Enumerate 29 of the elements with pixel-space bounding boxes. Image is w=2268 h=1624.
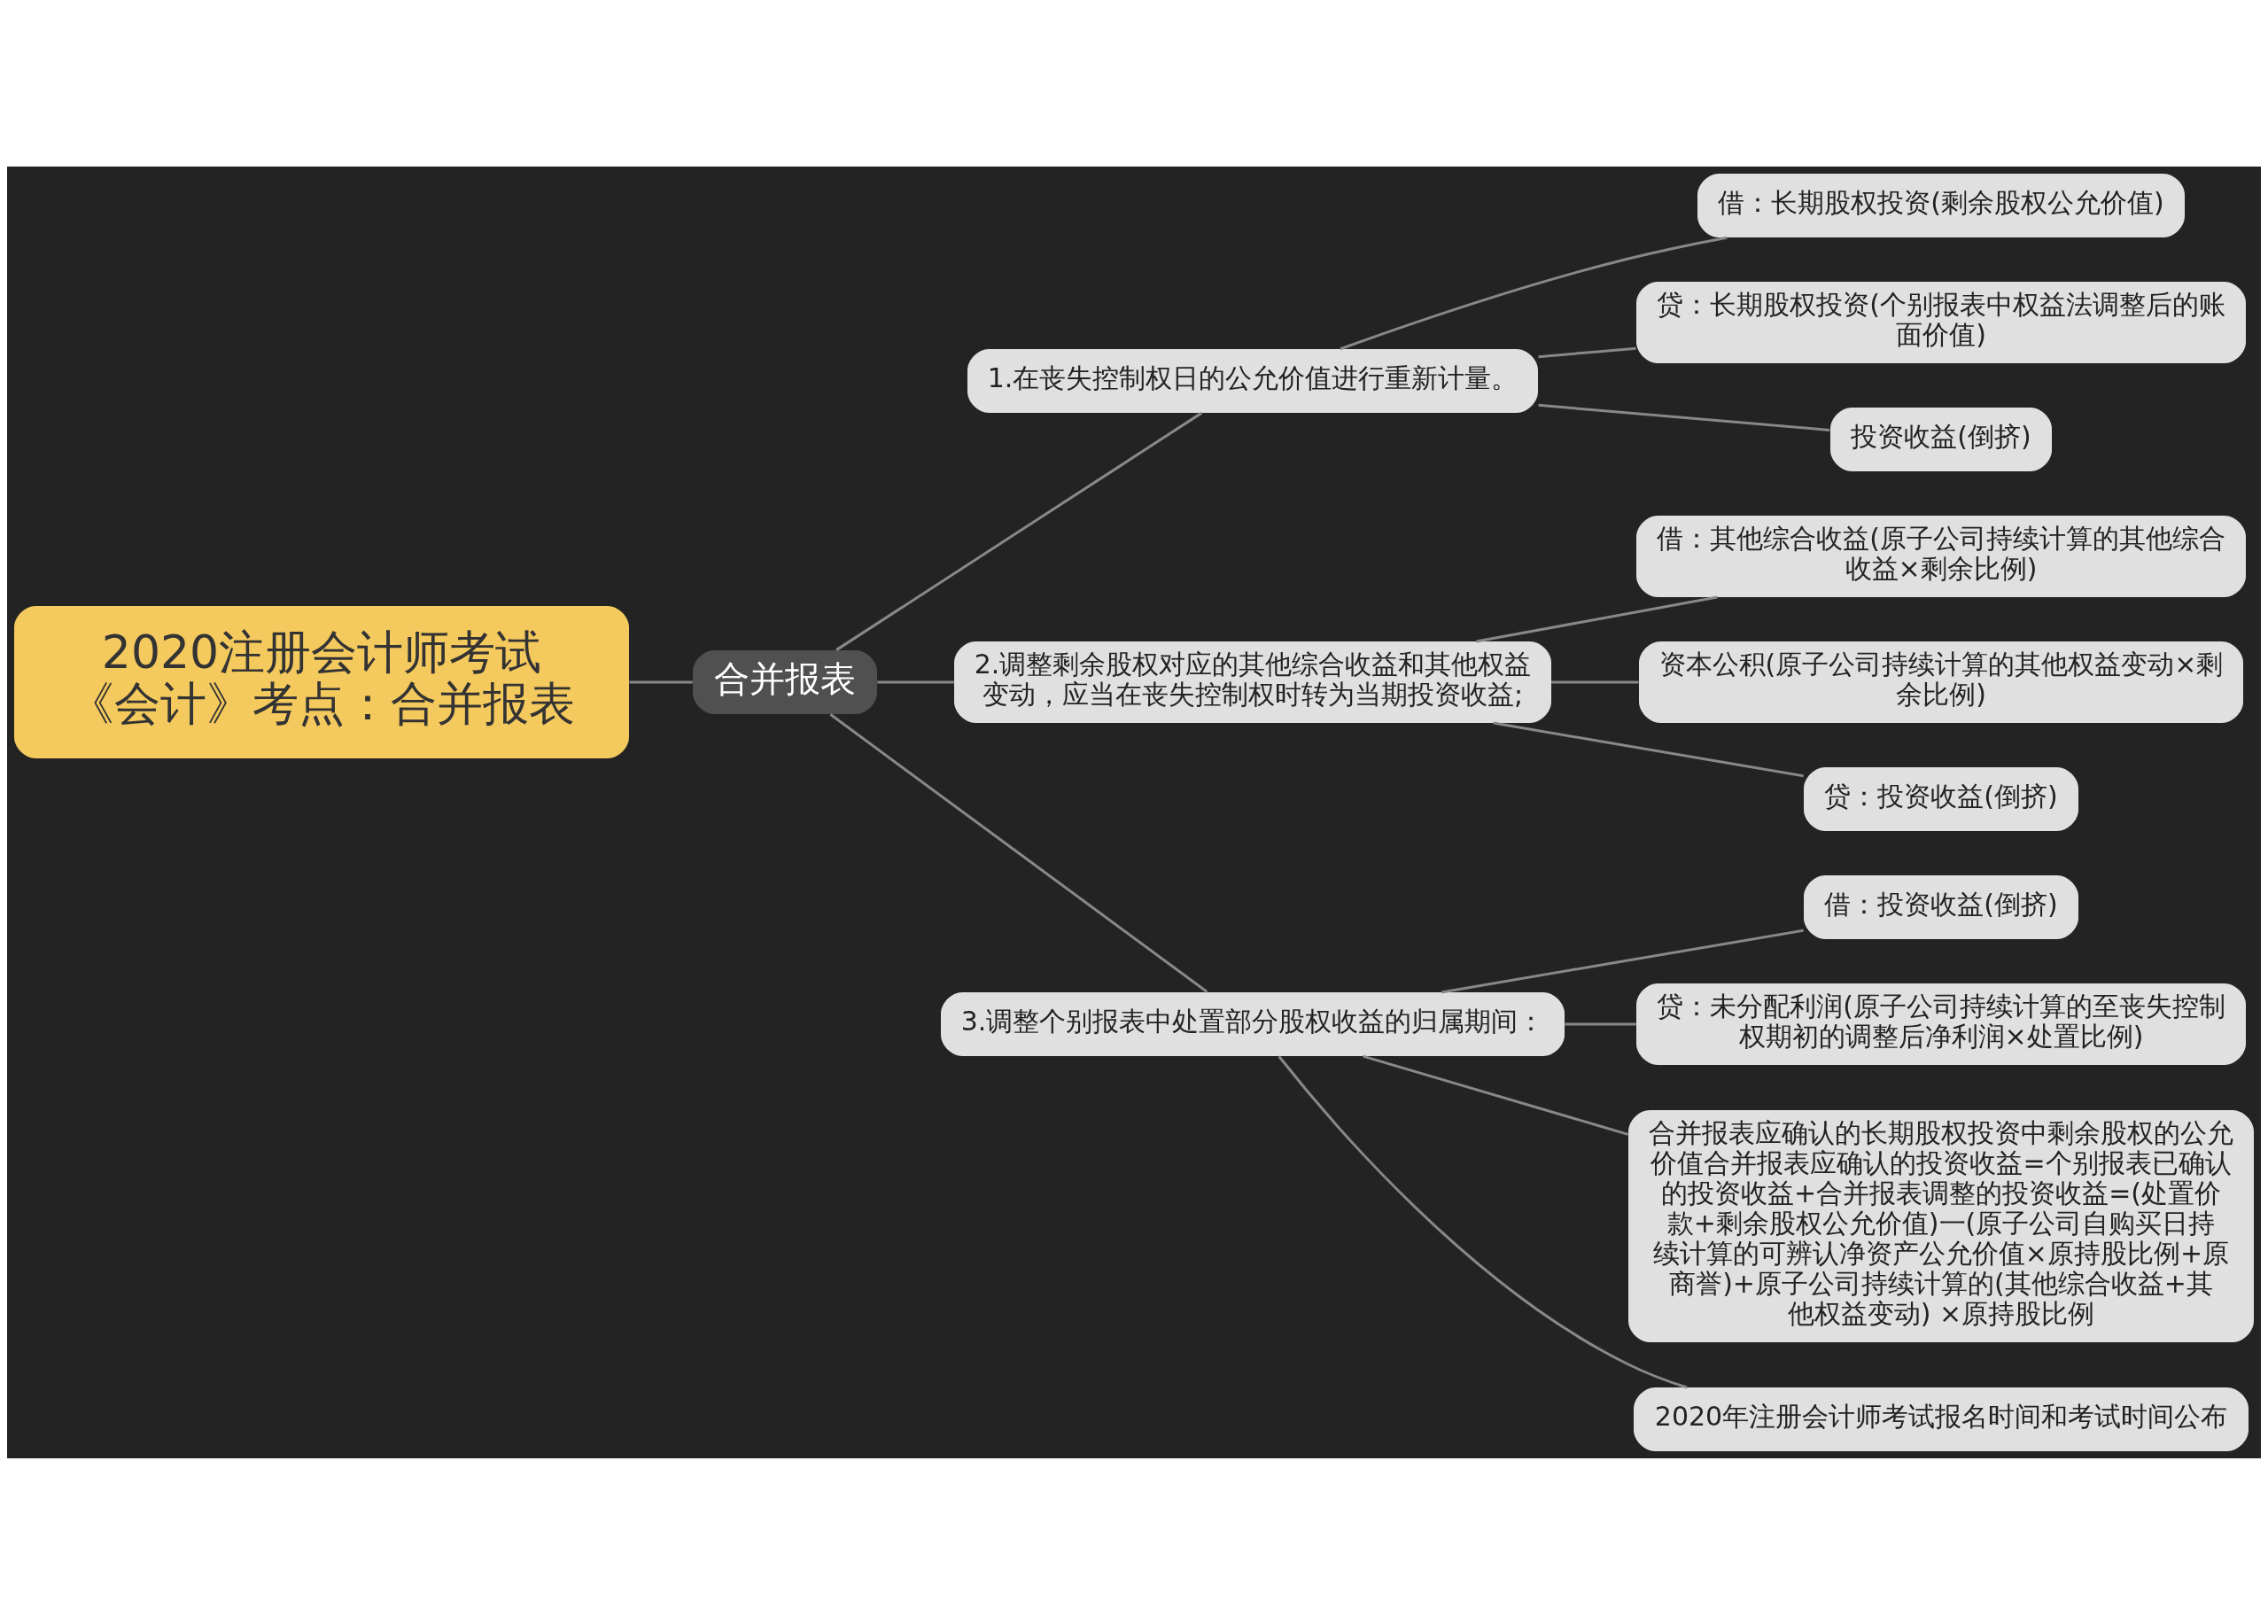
- connector: [1538, 346, 1636, 358]
- connector: [1278, 1054, 1688, 1388]
- node-box: 投资收益(倒挤): [1830, 407, 2052, 471]
- node-box: 2.调整剩余股权对应的其他综合收益和其他权益变动，应当在丧失控制权时转为当期投资收益;: [954, 641, 1551, 723]
- node-box: 资本公积(原子公司持续计算的其他权益变动×剩余比例): [1639, 641, 2243, 723]
- connector: [835, 411, 1203, 651]
- connector: [1538, 403, 1830, 431]
- node-box: 借：长期股权投资(剩余股权公允价值): [1697, 173, 2185, 237]
- connector: [1565, 1022, 1636, 1025]
- node-box: 贷：长期股权投资(个别报表中权益法调整后的账面价值): [1636, 281, 2246, 363]
- connector: [1363, 1054, 1628, 1136]
- node-box: 合并报表应确认的长期股权投资中剩余股权的公允价值合并报表应确认的投资收益=个别报表已确认的投资收益+合并报表调整的投资收益=(处置价款+剩余股权公允价值)一(原子公司自购买日持续计算的可辨认净资产公允价值×原持股比例+原商誉)+原子公司持续计算的(其他综合收益+其他权益变动) ×原持股比例: [1628, 1109, 2254, 1342]
- connector: [1551, 680, 1639, 683]
- node-box: 合并报表: [693, 649, 877, 714]
- connector: [877, 680, 954, 683]
- connector: [1493, 721, 1804, 777]
- node-box: 贷：未分配利润(原子公司持续计算的至丧失控制权期初的调整后净利润×处置比例): [1636, 983, 2246, 1065]
- node-box: 借：投资收益(倒挤): [1804, 874, 2078, 939]
- connector: [629, 680, 693, 683]
- connector: [1476, 595, 1718, 642]
- node-box: 2020年注册会计师考试报名时间和考试时间公布: [1634, 1387, 2249, 1451]
- node-box: 3.调整个别报表中处置部分股权收益的归属期间：: [941, 991, 1565, 1056]
- node-box: 贷：投资收益(倒挤): [1804, 766, 2078, 831]
- node-box: 借：其他综合收益(原子公司持续计算的其他综合收益×剩余比例): [1636, 515, 2246, 597]
- connector: [1340, 236, 1728, 350]
- node-box: 2020注册会计师考试《会计》考点：合并报表: [14, 605, 629, 758]
- connector: [1441, 929, 1804, 993]
- connector: [829, 712, 1208, 993]
- node-box: 1.在丧失控制权日的公允价值进行重新计量。: [967, 348, 1538, 413]
